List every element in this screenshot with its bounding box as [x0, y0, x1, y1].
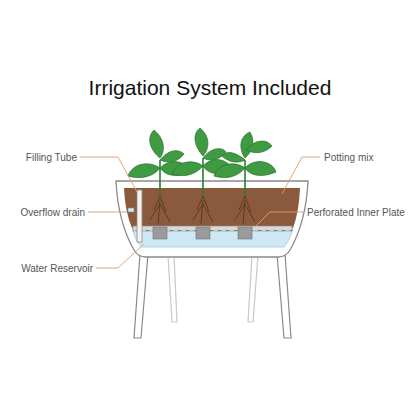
callout-label: Water Reservoir: [20, 263, 94, 274]
callout-label: Filling Tube: [25, 152, 78, 163]
leader-lines: [80, 157, 320, 268]
roots: [150, 196, 255, 224]
callout-label: Overflow drain: [20, 207, 86, 218]
callout-label: Potting mix: [323, 152, 374, 163]
plants: [128, 128, 276, 196]
back-legs: [168, 255, 258, 322]
planter-body: [116, 181, 308, 257]
overflow-drain: [128, 208, 134, 212]
filling-tube: [137, 190, 142, 242]
potting-mix: [124, 188, 300, 228]
callout-label: Perforated Inner Plate: [306, 207, 406, 218]
root-baskets: [153, 227, 252, 239]
front-legs: [134, 254, 291, 338]
title: Irrigation System Included: [89, 76, 332, 100]
